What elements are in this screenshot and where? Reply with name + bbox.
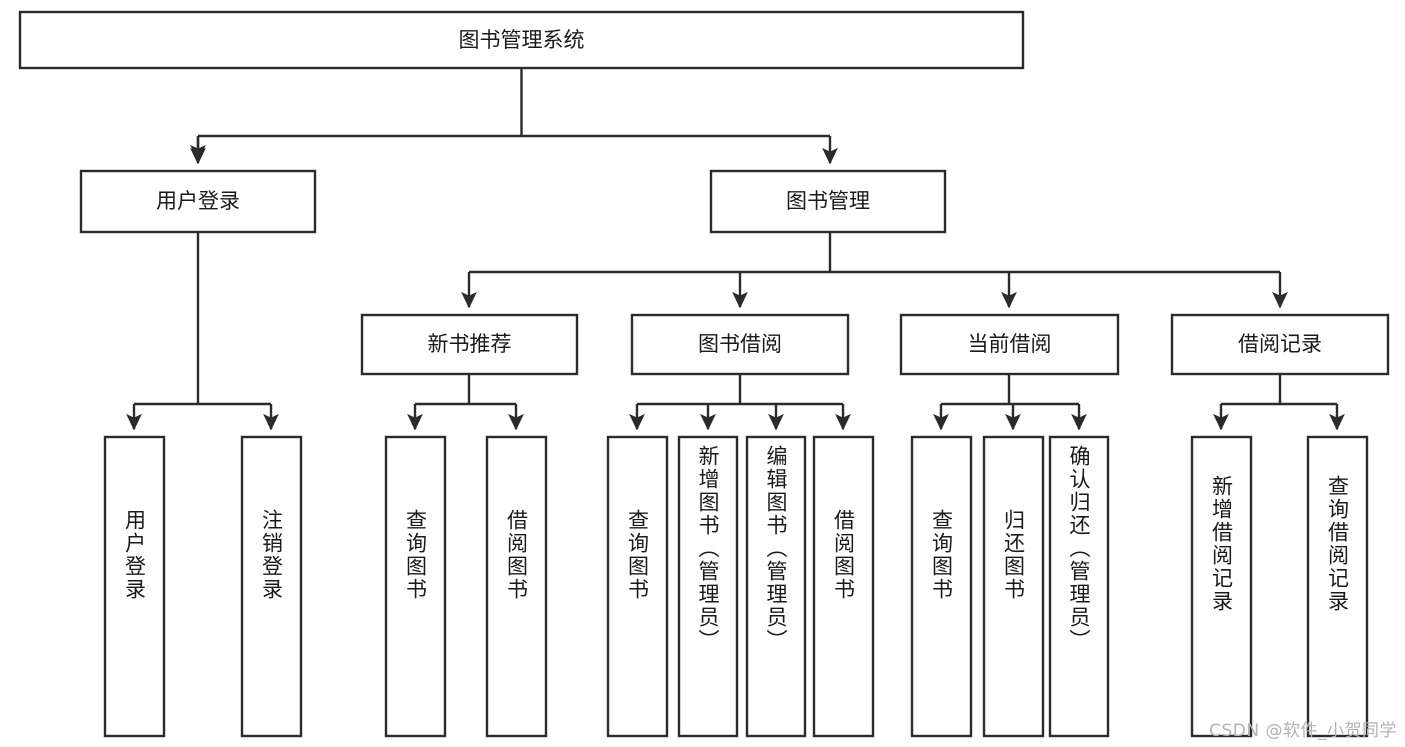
node-root[interactable]: 图书管理系统 xyxy=(18,10,1025,70)
node-leaf-query-borrow-record-box[interactable] xyxy=(1306,435,1369,738)
node-leaf-return-book-box[interactable] xyxy=(982,435,1045,738)
node-root-box[interactable] xyxy=(18,10,1025,70)
connector-root-bus xyxy=(198,68,830,160)
node-leaf-user-login-box[interactable] xyxy=(103,435,166,738)
node-new-book-rec[interactable]: 新书推荐 xyxy=(360,313,579,376)
node-user-login-label: 用户登录 xyxy=(156,189,240,213)
node-leaf-borrow-book-box[interactable] xyxy=(812,435,875,738)
node-leaf-query-book-rec-box[interactable] xyxy=(384,435,447,738)
node-current-borrow-label: 当前借阅 xyxy=(968,332,1052,356)
node-group: 图书管理系统 用户登录 图书管理 新书推荐 图书借阅 xyxy=(18,10,1390,738)
node-current-borrow-box[interactable] xyxy=(899,313,1120,376)
node-borrow-record-label: 借阅记录 xyxy=(1238,332,1322,356)
node-borrow-record-box[interactable] xyxy=(1170,313,1390,376)
node-leaf-user-logout-box[interactable] xyxy=(240,435,303,738)
node-book-manage-label: 图书管理 xyxy=(786,189,870,213)
node-new-book-rec-label: 新书推荐 xyxy=(428,332,512,356)
connector-group xyxy=(126,68,1345,431)
node-user-login[interactable]: 用户登录 xyxy=(79,169,317,234)
node-book-borrow[interactable]: 图书借阅 xyxy=(630,313,850,376)
node-root-label: 图书管理系统 xyxy=(459,28,585,52)
node-leaf-add-borrow-record-box[interactable] xyxy=(1190,435,1253,738)
node-new-book-rec-box[interactable] xyxy=(360,313,579,376)
node-book-manage[interactable]: 图书管理 xyxy=(709,169,947,234)
node-current-borrow[interactable]: 当前借阅 xyxy=(899,313,1120,376)
node-book-borrow-label: 图书借阅 xyxy=(698,332,782,356)
node-user-login-box[interactable] xyxy=(79,169,317,234)
node-leaf-confirm-return-admin-box[interactable] xyxy=(1048,435,1110,738)
node-book-manage-box[interactable] xyxy=(709,169,947,234)
node-borrow-record[interactable]: 借阅记录 xyxy=(1170,313,1390,376)
node-leaf-query-book-current-box[interactable] xyxy=(910,435,973,738)
node-leaf-query-book-borrow-box[interactable] xyxy=(606,435,669,738)
node-leaf-borrow-book-rec-box[interactable] xyxy=(485,435,548,738)
node-leaf-edit-book-admin-box[interactable] xyxy=(745,435,807,738)
watermark-text: CSDN @软件_小贺同学 xyxy=(1209,721,1397,741)
node-leaf-add-book-admin-box[interactable] xyxy=(677,435,739,738)
node-book-borrow-box[interactable] xyxy=(630,313,850,376)
